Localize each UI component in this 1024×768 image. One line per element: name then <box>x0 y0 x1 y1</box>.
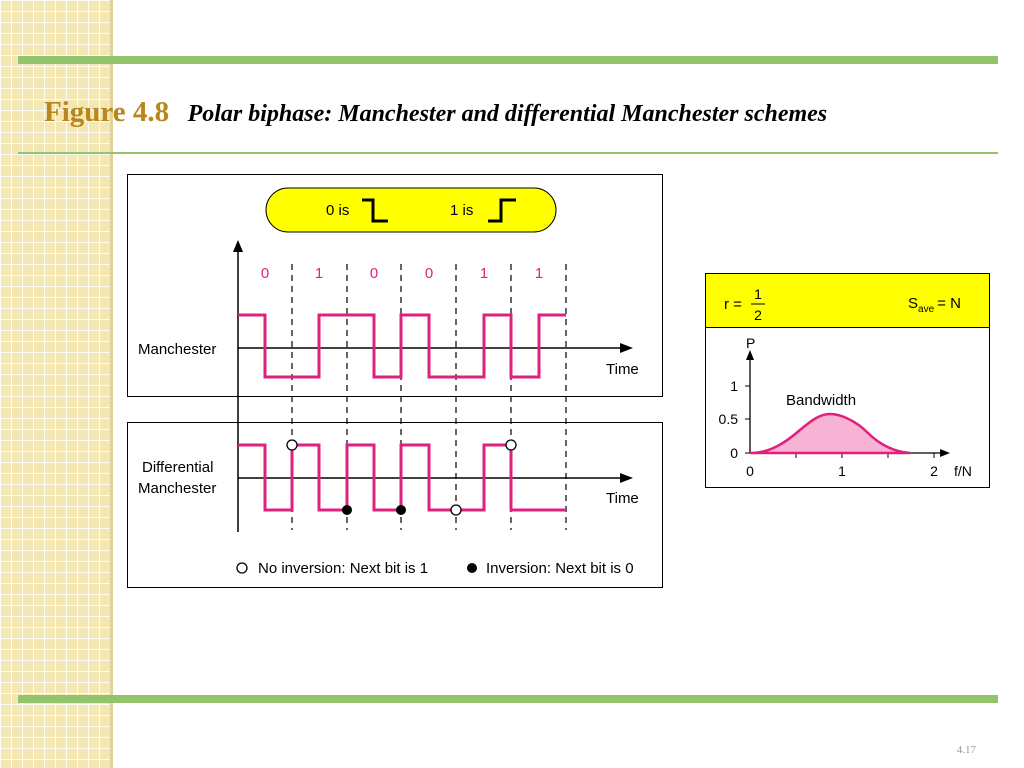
one-transition-icon <box>488 198 516 223</box>
no-inversion-marker <box>505 439 517 451</box>
figure-caption: Polar biphase: Manchester and differenti… <box>187 101 828 127</box>
bandwidth-curve <box>749 412 911 455</box>
top-divider-bar <box>18 56 998 64</box>
no-inversion-legend-text: No inversion: Next bit is 1 <box>258 560 428 577</box>
bit-value: 0 <box>425 265 433 282</box>
bit-value: 1 <box>535 265 543 282</box>
ratio-denominator: 2 <box>754 307 762 323</box>
vertical-axis-arrow <box>233 240 243 252</box>
manchester-panel <box>127 174 663 397</box>
no-inversion-marker <box>450 504 462 516</box>
bandwidth-label: Bandwidth <box>786 392 856 409</box>
y-tick-label: 0.5 <box>719 411 739 427</box>
slide-title: Figure 4.8 Polar biphase: Manchester and… <box>44 96 827 129</box>
x-tick-label: 1 <box>838 463 846 479</box>
manchester-signal <box>238 313 566 379</box>
bit-value: 0 <box>261 265 269 282</box>
manchester-time-label: Time <box>606 361 639 378</box>
y-tick-label: 1 <box>730 378 738 394</box>
encoding-legend-pill <box>265 187 557 233</box>
save-suffix: = N <box>937 295 961 312</box>
inversion-legend-icon <box>467 563 477 573</box>
power-axis-label: P <box>746 335 755 351</box>
frequency-axis-arrow <box>940 449 950 457</box>
inversion-marker <box>396 505 406 515</box>
x-tick-label: 2 <box>930 463 938 479</box>
differential-signal <box>238 443 566 512</box>
differential-label-line1: Differential <box>142 459 213 476</box>
title-divider-line <box>18 152 998 154</box>
bit-value: 1 <box>315 265 323 282</box>
ratio-prefix: r = <box>724 296 742 313</box>
decorative-left-strip <box>0 0 113 768</box>
manchester-time-arrow <box>620 343 633 353</box>
y-tick-label: 0 <box>730 445 738 461</box>
bit-value: 0 <box>370 265 378 282</box>
zero-transition-icon <box>362 198 388 223</box>
bit-sequence: 0 1 0 0 1 1 <box>261 265 543 282</box>
no-inversion-marker <box>286 439 298 451</box>
save-symbol: S <box>908 295 918 312</box>
bit-value: 1 <box>480 265 488 282</box>
inversion-marker <box>342 505 352 515</box>
differential-time-label: Time <box>606 490 639 507</box>
power-axis-arrow <box>746 350 754 360</box>
save-subscript: ave <box>918 304 935 315</box>
page-number: 4.17 <box>956 744 976 756</box>
encoding-diagram: 0 is 1 is 0 1 0 0 1 1 Manchester Time Di… <box>127 174 663 588</box>
zero-is-label: 0 is <box>326 202 349 219</box>
save-formula: Save= N <box>908 295 961 315</box>
rate-header-band <box>705 273 990 328</box>
no-inversion-legend-icon <box>236 562 248 574</box>
differential-label-line2: Manchester <box>138 480 216 497</box>
differential-panel <box>127 422 663 588</box>
bandwidth-diagram: r = 1 2 Save= N P f/N 1 0.5 0 0 1 2 Band… <box>705 273 990 488</box>
figure-number: Figure 4.8 <box>44 96 170 128</box>
differential-time-arrow <box>620 473 633 483</box>
manchester-label: Manchester <box>138 341 216 358</box>
ratio-numerator: 1 <box>754 286 762 302</box>
one-is-label: 1 is <box>450 202 473 219</box>
bottom-divider-bar <box>18 695 998 703</box>
inversion-legend-text: Inversion: Next bit is 0 <box>486 560 634 577</box>
frequency-axis-label: f/N <box>954 463 972 479</box>
x-tick-label: 0 <box>746 463 754 479</box>
